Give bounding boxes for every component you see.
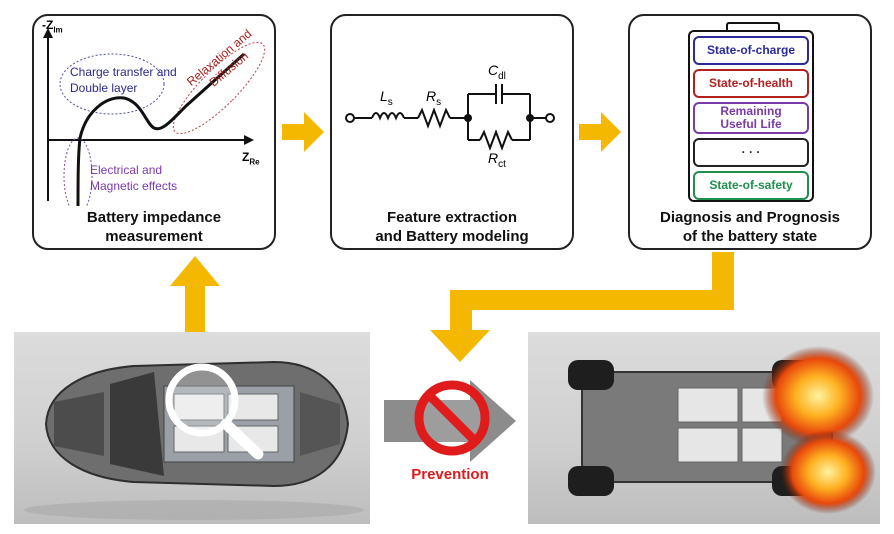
modeling-caption: Feature extraction and Battery modeling — [375, 209, 529, 245]
resistor-rs — [417, 107, 451, 129]
inductor-ls — [371, 112, 405, 121]
ls-label: Ls — [380, 88, 393, 108]
charge-transfer-region — [59, 53, 165, 115]
arrow-elbow — [430, 252, 734, 362]
prohibition-icon — [414, 380, 490, 456]
impedance-curve — [76, 52, 246, 206]
x-axis-label: ZRe — [242, 150, 260, 167]
cdl-label: Cdl — [488, 62, 506, 82]
prevention-label: Prevention — [411, 466, 489, 483]
burning-chassis-illustration — [568, 346, 876, 514]
resistor-rct — [479, 129, 513, 151]
diagnosis-caption: Diagnosis and Prognosis of the battery s… — [659, 209, 841, 245]
remaining-useful-life-box: Remaining Useful Life — [693, 102, 809, 134]
arrow-up — [170, 256, 220, 360]
nyquist-plot — [43, 28, 266, 206]
rct-label: Rct — [488, 150, 506, 170]
modeling-panel: Ls Rs Cdl Rct Feature extraction and Bat… — [330, 14, 574, 250]
battery-body — [688, 30, 814, 202]
more-states-box: · · · — [693, 138, 809, 167]
state-of-health-box: State-of-health — [693, 69, 809, 98]
impedance-panel: -ZIm ZRe Charge transfer and Double laye… — [32, 14, 276, 250]
car-topview-illustration — [24, 360, 364, 520]
magnifier-icon — [165, 363, 264, 460]
relaxation-region — [172, 41, 266, 135]
arrow-right-2 — [579, 112, 621, 152]
impedance-caption: Battery impedance measurement — [86, 209, 222, 245]
charge-transfer-label: Charge transfer and Double layer — [70, 65, 177, 95]
y-axis-label: -ZIm — [42, 18, 63, 35]
equivalent-circuit — [345, 84, 555, 151]
state-of-safety-box: State-of-safety — [693, 171, 809, 200]
electrical-region — [63, 137, 93, 206]
battery-terminal — [726, 22, 780, 32]
car-photo-left — [14, 332, 370, 524]
rs-label: Rs — [426, 88, 442, 108]
arrow-right-1 — [282, 112, 324, 152]
state-of-charge-box: State-of-charge — [693, 36, 809, 65]
electrical-label: Electrical and Magnetic effects — [90, 163, 178, 193]
diagnosis-panel: State-of-charge State-of-health Remainin… — [628, 14, 872, 250]
car-photo-right — [528, 332, 880, 524]
